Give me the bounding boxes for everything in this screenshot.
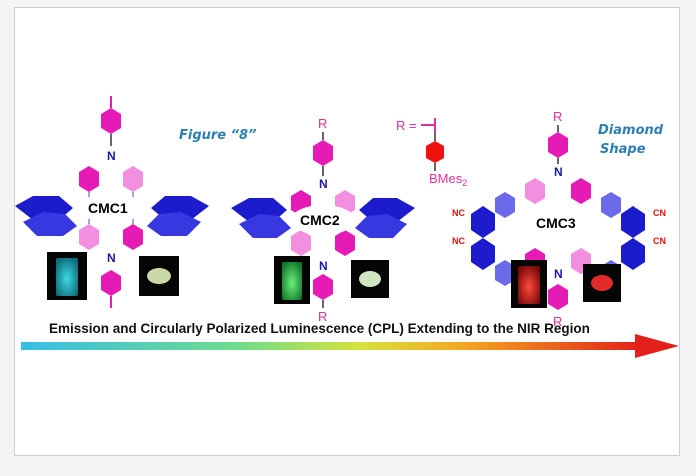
r-label: R = bbox=[396, 118, 417, 133]
cmc3-cn-left-1: NC bbox=[452, 208, 465, 218]
cmc3-nitrogen-bottom: N bbox=[554, 267, 563, 281]
molecule-cmc1: N CMC1 N bbox=[15, 96, 209, 308]
cmc2-label: CMC2 bbox=[300, 212, 340, 228]
cmc3-cn-right-1: CN bbox=[653, 208, 666, 218]
banner-text: Emission and Circularly Polarized Lumine… bbox=[49, 321, 590, 336]
r-bmes-label: BMes2 bbox=[429, 171, 467, 188]
caption-diamond-line1: Diamond bbox=[598, 123, 664, 138]
cmc2-r-top: R bbox=[318, 116, 327, 131]
cmc1-label: CMC1 bbox=[88, 200, 128, 216]
r-definition: R = BMes2 bbox=[396, 118, 467, 188]
figure-canvas: Figure “8” Diamond Shape R = BMes2 N C bbox=[15, 96, 679, 358]
cmc3-r-bottom: R bbox=[553, 314, 562, 329]
cmc3-nitrogen-top: N bbox=[554, 165, 563, 179]
cmc3-cn-right-2: CN bbox=[653, 236, 666, 246]
cmc2-nitrogen-bottom: N bbox=[319, 259, 328, 273]
figure-frame: Figure “8” Diamond Shape R = BMes2 N C bbox=[14, 7, 680, 456]
cmc3-cn-left-2: NC bbox=[452, 236, 465, 246]
molecule-cmc3: R N NC NC CN CN CMC3 N R bbox=[452, 109, 666, 329]
r-phenyl-ring bbox=[426, 141, 444, 163]
caption-figure8: Figure “8” bbox=[179, 128, 256, 143]
cmc1-nitrogen-top: N bbox=[107, 149, 116, 163]
caption-diamond-line2: Shape bbox=[600, 142, 646, 157]
cmc1-nitrogen-bottom: N bbox=[107, 251, 116, 265]
cmc3-label: CMC3 bbox=[536, 215, 576, 231]
cmc2-nitrogen-top: N bbox=[319, 177, 328, 191]
cmc2-r-bottom: R bbox=[318, 309, 327, 324]
cmc3-r-top: R bbox=[553, 109, 562, 124]
molecule-cmc2: R N CMC2 N R bbox=[231, 116, 415, 324]
spectrum-arrow bbox=[21, 334, 679, 358]
